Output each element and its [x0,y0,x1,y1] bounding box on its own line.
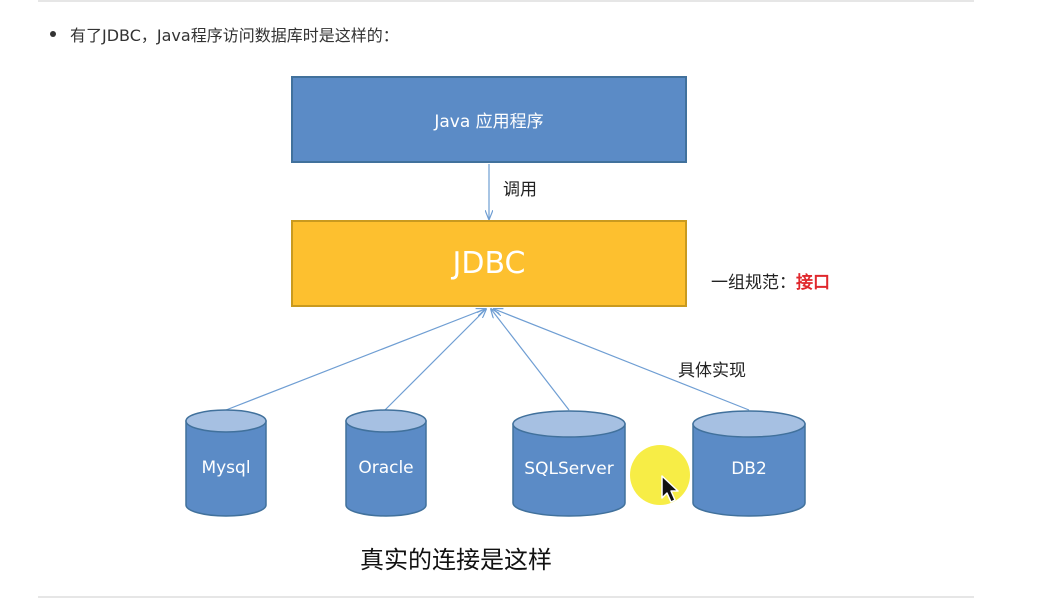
impl-arrow-sqlserver [491,309,570,411]
call-label: 调用 [503,180,537,200]
mouse-pointer-icon [661,475,679,503]
spec-highlight: 接口 [796,273,830,293]
bottom-divider [38,596,974,598]
spec-label: 一组规范：接口 [711,268,830,293]
java-app-label: Java 应用程序 [434,112,544,132]
db-label-mysql: Mysql [201,458,251,478]
top-divider [38,0,974,2]
bullet-icon [50,31,56,37]
cursor-highlight [630,445,690,505]
db-label-oracle: Oracle [358,458,414,478]
impl-arrow-mysql [225,309,485,411]
intro-line: 有了JDBC，Java程序访问数据库时是这样的： [50,22,399,46]
jdbc-box: JDBC [291,220,687,307]
db-cylinder-mysql [185,409,267,517]
db-label-db2: DB2 [731,459,767,479]
db-cylinder-sqlserver [512,410,626,517]
db-label-sqlserver: SQLServer [524,459,614,479]
db-cylinder-db2 [692,410,806,517]
diagram-caption: 真实的连接是这样 [360,546,552,574]
intro-text: 有了JDBC，Java程序访问数据库时是这样的： [70,26,399,45]
spec-prefix: 一组规范： [711,273,796,293]
impl-label: 具体实现 [678,361,746,381]
impl-arrow-oracle [384,309,486,411]
java-app-box: Java 应用程序 [291,76,687,163]
jdbc-label: JDBC [452,246,526,281]
impl-arrow-db2 [494,309,750,411]
db-cylinder-oracle [345,409,427,517]
